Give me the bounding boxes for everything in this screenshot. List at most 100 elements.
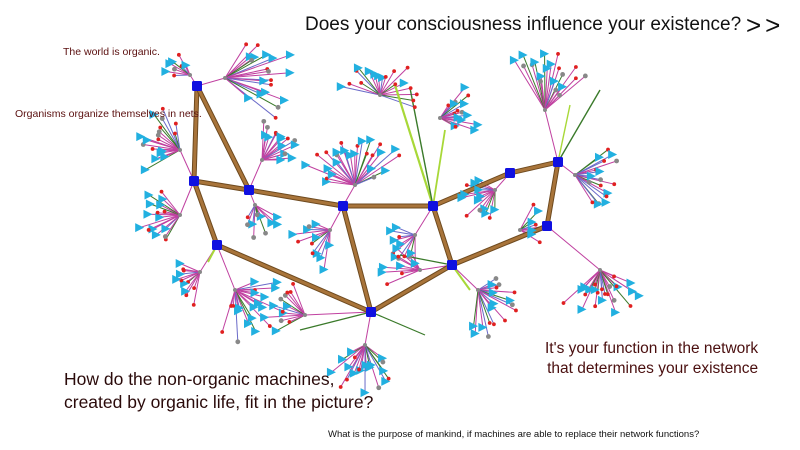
leaf-node-arrow (590, 285, 600, 295)
leaf-link (156, 214, 181, 236)
leaf-node-arrow (473, 120, 483, 130)
leaf-link (234, 289, 266, 298)
leaf-link (594, 269, 601, 307)
leaf-link (379, 94, 414, 101)
strand-link (557, 104, 571, 163)
leaf-node-dot (244, 42, 249, 47)
leaf-node-dot (595, 290, 600, 295)
leaf-node-dot (614, 158, 620, 164)
cluster-center (378, 93, 382, 97)
leaf-node-arrow (271, 326, 281, 336)
leaf-node-dot (376, 385, 382, 391)
leaf-node-dot (282, 151, 288, 157)
leaf-node-dot (176, 52, 181, 57)
leaf-link (234, 289, 283, 313)
leaf-node-dot (383, 74, 388, 79)
leaf-node-dot (464, 183, 469, 188)
leaf-node-arrow (360, 388, 370, 398)
leaf-node-arrow (247, 313, 257, 323)
strand-link (393, 84, 435, 207)
leaf-link (193, 271, 201, 289)
leaf-link (340, 344, 366, 388)
leaf-node-dot (269, 78, 273, 83)
hub-node (542, 221, 552, 231)
leaf-node-dot (612, 274, 616, 279)
leaf-node-arrow (595, 152, 605, 162)
leaf-node-arrow (271, 283, 281, 293)
headline-question: Does your consciousness influence your e… (305, 14, 742, 35)
leaf-node-dot (453, 124, 458, 129)
leaf-link (400, 234, 416, 245)
leaf-link (477, 289, 517, 311)
hub-link (431, 171, 512, 208)
leaf-node-arrow (399, 78, 409, 88)
leaf-node-arrow (469, 321, 479, 331)
leaf-link (544, 81, 555, 111)
leaf-link (316, 154, 356, 186)
leaf-node-dot (611, 297, 617, 303)
leaf-node-dot (397, 235, 402, 239)
leaf-connections (139, 44, 640, 393)
leaf-node-dot (521, 63, 526, 69)
leaf-node-arrow (379, 366, 389, 376)
leaf-node-dot (255, 43, 260, 48)
leaf-link (234, 281, 278, 291)
leaf-node-dot (557, 92, 562, 98)
cluster-center (178, 148, 182, 152)
leaf-node-dot (162, 234, 168, 239)
leaf-node-arrow (256, 89, 266, 99)
leaf-link (599, 269, 633, 292)
leaf-node-arrow (527, 229, 537, 239)
leaf-node-arrow (148, 224, 158, 234)
leaf-node-arrow (311, 219, 321, 229)
leaf-link (351, 344, 366, 353)
leaf-link (316, 229, 331, 254)
caption-function-line2: that determines your existence (547, 360, 759, 377)
leaf-link (261, 121, 265, 161)
leaf-link (331, 344, 366, 373)
hub-node (366, 307, 376, 317)
leaf-node-arrow (168, 57, 178, 67)
leaf-node-arrow (273, 219, 283, 229)
leaf-link (477, 289, 484, 328)
leaf-node-arrow (262, 50, 272, 60)
leaf-link (403, 234, 416, 257)
leaf-node-dot (273, 115, 278, 120)
hub-link (431, 204, 454, 267)
leaf-link (193, 271, 201, 305)
leaf-node-dot (538, 79, 543, 84)
leaf-node-dot (590, 200, 595, 205)
leaf-node-dot (150, 147, 155, 151)
next-arrows-button[interactable]: >> (746, 10, 785, 40)
leaf-node-dot (254, 212, 260, 218)
leaf-node-arrow (276, 155, 286, 165)
leaf-node-arrow (546, 59, 556, 69)
leaf-link (323, 229, 331, 270)
leaf-link (353, 344, 366, 374)
leaf-link (382, 269, 421, 273)
leaf-node-dot (291, 282, 295, 286)
leaf-node-dot (173, 131, 177, 136)
leaf-node-dot (605, 292, 610, 297)
hub-link (192, 179, 251, 192)
leaf-node-arrow (181, 286, 191, 296)
leaf-node-arrow (135, 223, 145, 233)
leaf-link (358, 344, 366, 370)
leaf-node-dot (245, 222, 250, 228)
leaf-node-arrow (530, 57, 540, 67)
leaf-link (221, 289, 236, 333)
leaf-node-arrow (244, 319, 254, 329)
leaf-node-arrow (558, 82, 568, 92)
leaf-node-arrow (449, 99, 459, 109)
hub-link (508, 160, 560, 175)
leaf-link (439, 95, 469, 119)
caption-machines-line1: How do the non-organic machines, (64, 369, 335, 389)
leaf-link (354, 154, 400, 186)
leaf-link (224, 77, 272, 86)
leaf-link (172, 61, 191, 76)
cluster-center (233, 288, 237, 292)
leaf-link (544, 64, 552, 111)
leaf-node-arrow (181, 60, 191, 70)
hub-node (189, 176, 199, 186)
leaf-node-arrow (366, 135, 376, 145)
